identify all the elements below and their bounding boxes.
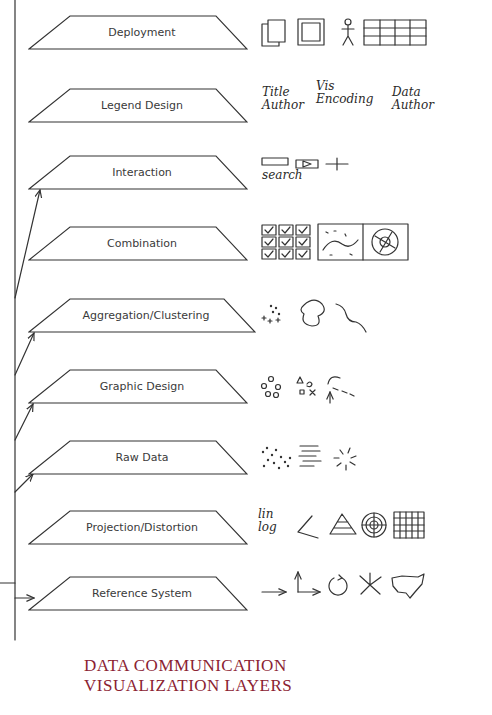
layer-plane: Reference System [28, 576, 248, 610]
layer-label: Reference System [28, 576, 248, 600]
reference-system-icons [262, 572, 424, 598]
layer-plane: Deployment [28, 15, 248, 49]
layer-label: Aggregation/Clustering [28, 298, 256, 322]
layer-label: Deployment [28, 15, 248, 39]
layer-label: Projection/Distortion [28, 510, 248, 534]
layer-plane: Combination [28, 226, 248, 260]
combination-icons [262, 224, 408, 260]
annotation-label: Data Author [392, 86, 440, 112]
annotation-label: Vis Encoding [316, 80, 378, 106]
annotation-label: search [262, 169, 312, 182]
projection-icons [298, 512, 424, 538]
layer-plane: Legend Design [28, 88, 248, 122]
annotation-label: Title Author [262, 86, 308, 112]
figure-caption: DATA COMMUNICATION VISUALIZATION LAYERS [84, 656, 314, 696]
layer-plane: Graphic Design [28, 369, 248, 403]
layer-plane: Projection/Distortion [28, 510, 248, 544]
deployment-icons [262, 19, 426, 46]
layer-label: Graphic Design [28, 369, 248, 393]
aggregation-icons [262, 300, 366, 332]
layer-label: Interaction [28, 155, 248, 179]
layer-plane: Aggregation/Clustering [28, 298, 256, 332]
graphic-design-icons [262, 377, 355, 404]
layer-plane: Interaction [28, 155, 248, 189]
layer-label: Legend Design [28, 88, 248, 112]
annotation-label: lin log [258, 508, 284, 534]
layer-plane: Raw Data [28, 440, 248, 474]
raw-data-icons [262, 446, 356, 470]
layer-label: Raw Data [28, 440, 248, 464]
layer-label: Combination [28, 226, 248, 250]
